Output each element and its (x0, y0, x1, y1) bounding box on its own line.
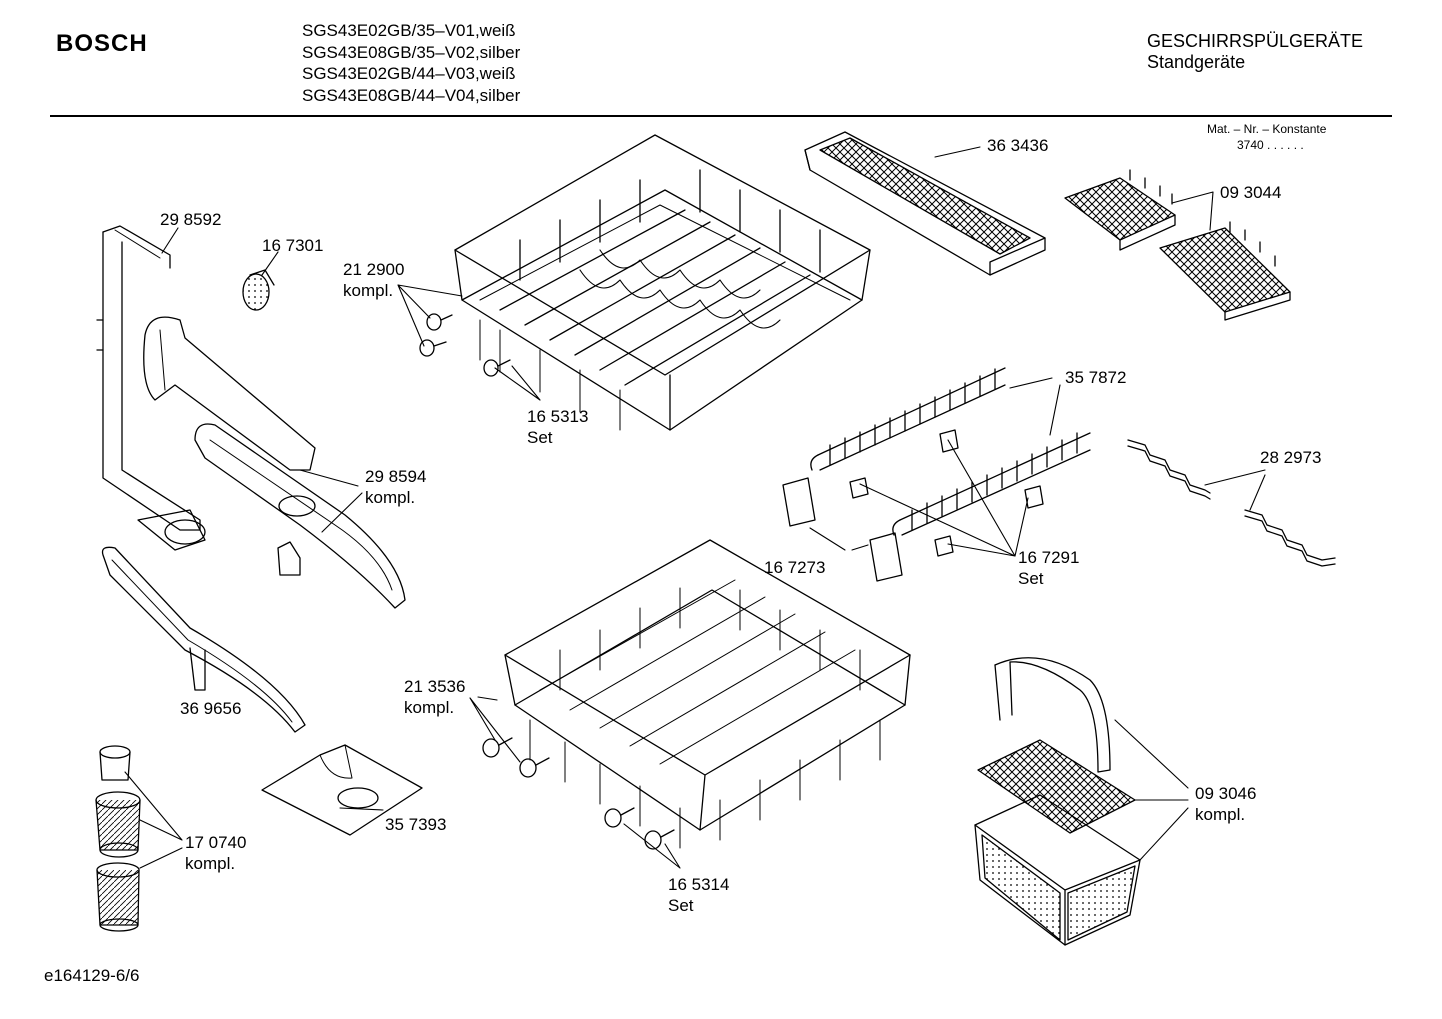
subcategory-title: Standgeräte (1147, 52, 1246, 72)
lower-basket-drawing (504, 539, 911, 849)
upper-spray-arm-drawing (194, 423, 406, 609)
model-line: SGS43E08GB/35–V02,silber (302, 42, 521, 62)
part-number: 21 2900 (343, 260, 405, 279)
part-label-29-8594: 29 8594 kompl. (365, 466, 426, 508)
category-title: GESCHIRRSPÜLGERÄTE (1147, 31, 1364, 51)
upper-basket-drawing (454, 134, 871, 431)
lower-spray-arm-drawing (101, 546, 306, 733)
part-number: 16 7273 (764, 558, 826, 577)
model-line: SGS43E02GB/35–V01,weiß (302, 21, 516, 40)
part-number: 36 9656 (180, 699, 242, 718)
part-number: 36 3436 (987, 136, 1049, 155)
part-number: 16 5314 (668, 875, 730, 894)
part-number: 16 7301 (262, 236, 324, 255)
part-number: 29 8592 (160, 210, 222, 229)
part-number: 35 7393 (385, 815, 447, 834)
wheel-drawing-upper (419, 313, 511, 377)
part-number: 16 5313 (527, 407, 589, 426)
part-number: 35 7872 (1065, 368, 1127, 387)
part-suffix: kompl. (185, 854, 236, 873)
part-label-21-2900: 21 2900 kompl. (343, 259, 404, 301)
mat-nr-label: Mat. – Nr. – Konstante (1207, 122, 1327, 136)
part-number: 17 0740 (185, 833, 247, 852)
part-suffix: Set (527, 428, 553, 447)
part-number: 28 2973 (1260, 448, 1322, 467)
mat-nr-value: 3740 . . . . . . (1237, 138, 1304, 152)
filter-set-drawing (95, 745, 141, 932)
part-suffix: Set (1018, 569, 1044, 588)
spray-arm-connector-drawing (143, 316, 316, 471)
cup-shelf-drawing (1127, 439, 1336, 567)
part-suffix: Set (668, 896, 694, 915)
part-label-35-7393: 35 7393 (385, 814, 446, 835)
filter-plate-drawing (261, 744, 423, 836)
part-label-16-7301: 16 7301 (262, 235, 323, 256)
leader-lines (124, 146, 1266, 869)
nozzle-disc-drawing (242, 269, 275, 311)
part-number: 09 3046 (1195, 784, 1257, 803)
header-divider (50, 115, 1392, 117)
part-label-36-9656: 36 9656 (180, 698, 241, 719)
part-label-16-7273: 16 7273 (764, 557, 825, 578)
part-label-09-3044: 09 3044 (1220, 182, 1281, 203)
part-number: 29 8594 (365, 467, 427, 486)
part-suffix: kompl. (365, 488, 416, 507)
part-label-21-3536: 21 3536 kompl. (404, 676, 465, 718)
part-label-17-0740: 17 0740 kompl. (185, 832, 246, 874)
cutlery-basket-drawing (974, 657, 1141, 946)
part-suffix: kompl. (404, 698, 455, 717)
part-number: 21 3536 (404, 677, 466, 696)
model-list: SGS43E02GB/35–V01,weiß SGS43E08GB/35–V02… (302, 20, 520, 106)
brand-logo: BOSCH (56, 30, 148, 57)
category-block: GESCHIRRSPÜLGERÄTE Standgeräte (1147, 31, 1363, 73)
part-number: 09 3044 (1220, 183, 1282, 202)
wheel-drawing-lower (482, 737, 675, 850)
cutlery-tray-drawing (804, 131, 1046, 276)
fold-rack-drawing (1064, 169, 1291, 321)
part-label-36-3436: 36 3436 (987, 135, 1048, 156)
mat-nr-block: Mat. – Nr. – Konstante 3740 . . . . . . (1207, 121, 1326, 153)
model-line: SGS43E02GB/44–V03,weiß (302, 64, 516, 83)
model-line: SGS43E08GB/44–V04,silber (302, 85, 521, 105)
part-number: 16 7291 (1018, 548, 1080, 567)
part-suffix: kompl. (343, 281, 394, 300)
part-label-28-2973: 28 2973 (1260, 447, 1321, 468)
part-label-09-3046: 09 3046 kompl. (1195, 783, 1256, 825)
tine-rack-drawing (810, 367, 1091, 536)
part-label-29-8592: 29 8592 (160, 209, 221, 230)
part-label-35-7872: 35 7872 (1065, 367, 1126, 388)
drawing-id: e164129-6/6 (44, 966, 140, 985)
part-suffix: kompl. (1195, 805, 1246, 824)
supply-tube-drawing (96, 225, 206, 551)
